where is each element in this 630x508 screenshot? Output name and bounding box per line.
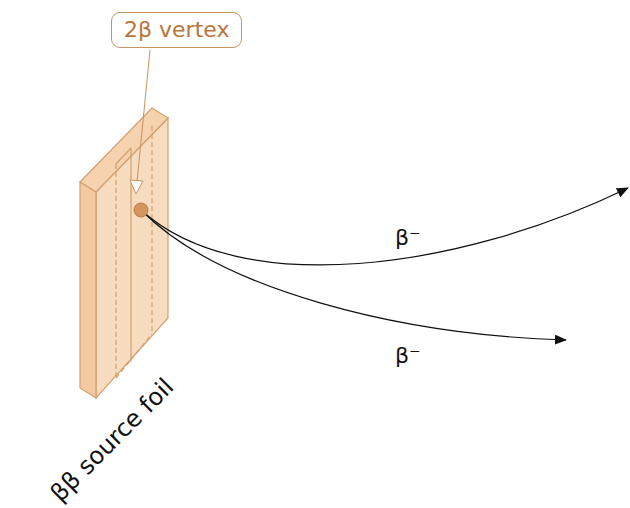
leader-line [130, 50, 150, 194]
source-foil [80, 108, 168, 398]
callout-text: 2β vertex [124, 19, 229, 41]
foil-label: ββ source foil [46, 374, 178, 506]
particle-label: β⁻ [395, 227, 421, 249]
vertex-dot [134, 203, 148, 217]
particle-label: β⁻ [395, 345, 421, 367]
beta-tracks [141, 188, 628, 340]
callout-box: 2β vertex [111, 12, 242, 48]
